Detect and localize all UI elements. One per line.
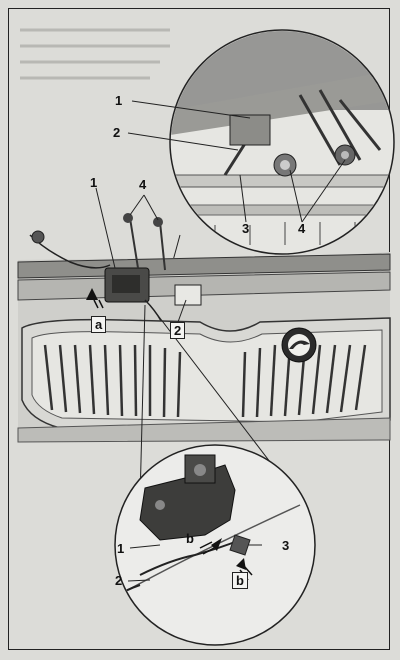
label-bot-b: b bbox=[232, 572, 248, 589]
label-top-4: 4 bbox=[298, 221, 306, 236]
label-mid-4: 4 bbox=[139, 177, 147, 192]
label-bot-1: 1 bbox=[117, 541, 125, 556]
label-bot-3: 3 bbox=[282, 538, 290, 553]
car-front bbox=[17, 187, 391, 443]
label-top-1: 1 bbox=[115, 93, 123, 108]
label-top-2: 2 bbox=[113, 125, 121, 140]
label-mid-2: 2 bbox=[170, 322, 186, 339]
top-magnifier bbox=[127, 29, 395, 255]
label-top-3: 3 bbox=[242, 221, 250, 236]
brand-badge-icon bbox=[281, 327, 317, 363]
label-bot-2: 2 bbox=[115, 573, 123, 588]
label-bot-b-top: b bbox=[186, 531, 194, 546]
background-text-lines bbox=[20, 28, 170, 80]
label-mid-a: a bbox=[91, 316, 107, 333]
label-mid-1: 1 bbox=[90, 175, 98, 190]
